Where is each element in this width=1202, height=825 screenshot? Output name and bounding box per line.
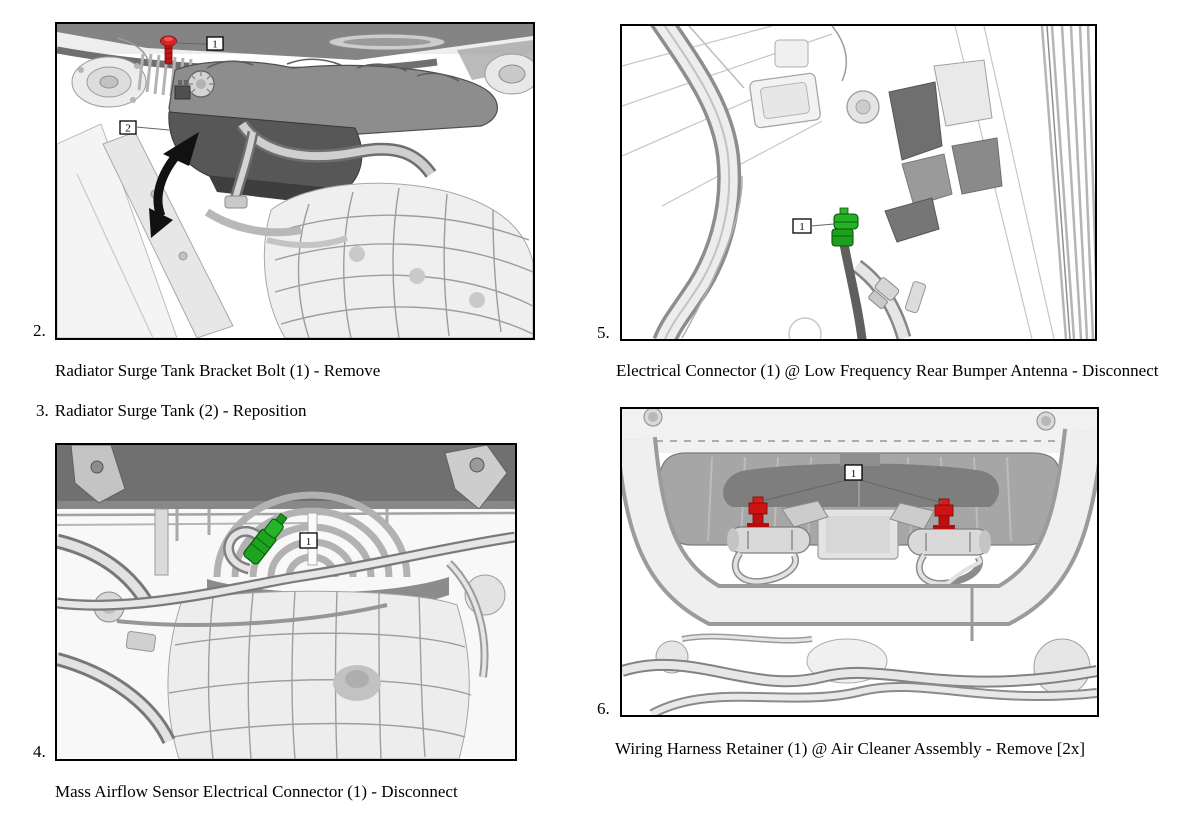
step-3-caption: Radiator Surge Tank (2) - Reposition	[54, 401, 307, 420]
callout-1: 1	[792, 218, 835, 234]
step-5-caption: Electrical Connector (1) @ Low Frequency…	[616, 361, 1159, 380]
engine-bay-illustration-step2: 1 2	[57, 24, 533, 338]
body-panel-illustration-step5: 1	[622, 26, 1095, 339]
step-5-number: 5.	[597, 323, 610, 342]
callout-1-label: 1	[799, 221, 805, 233]
step-4-caption: Mass Airflow Sensor Electrical Connector…	[55, 782, 458, 801]
step-4-number: 4.	[33, 742, 46, 761]
callout-1: 1	[174, 36, 224, 51]
callout-1: 1	[761, 464, 943, 504]
hatching-right-edge	[1040, 26, 1095, 339]
intake-manifold	[263, 182, 533, 338]
bracket-fin-lower	[884, 197, 940, 243]
harness-retainer-highlight-red-left	[747, 496, 769, 527]
mount-bracket	[749, 72, 821, 129]
callout-1: 1	[299, 532, 318, 549]
callout-2-label: 2	[125, 123, 131, 135]
step-6-caption: Wiring Harness Retainer (1) @ Air Cleane…	[615, 739, 1086, 758]
bracket-left	[70, 445, 126, 504]
figure-step-5-antenna-connector: 1	[620, 24, 1097, 341]
bracket-bolt-highlight-red	[160, 35, 177, 65]
bracket-fin-upper	[888, 81, 943, 161]
bolt-top-left	[643, 409, 663, 427]
step-3-number: 3.	[36, 401, 49, 420]
figure-step-6-air-cleaner-retainers: 1	[620, 407, 1099, 717]
retainer-assembly-left	[727, 500, 829, 586]
callout-1-label: 1	[212, 39, 218, 51]
bracket-right	[444, 445, 508, 510]
wiring-harness	[57, 533, 515, 609]
frame-brace	[102, 131, 234, 338]
bumper-frame-bar	[622, 429, 1097, 622]
reposition-arrow	[149, 132, 199, 238]
figure-step-4-maf-connector: 1	[55, 443, 517, 761]
step-3-item: 3. Radiator Surge Tank (2) - Reposition	[36, 401, 306, 421]
coolant-hose	[238, 121, 435, 177]
engine-bay-illustration-step4: 1	[57, 445, 515, 759]
retainer-assembly-right	[889, 502, 991, 588]
antenna-cable	[839, 239, 867, 339]
antenna-connector-highlight-green	[831, 207, 859, 247]
step-6-number: 6.	[597, 699, 610, 718]
step-2-number: 2.	[33, 321, 46, 340]
callout-2: 2	[119, 120, 170, 135]
front-end-illustration-step6: 1	[622, 409, 1097, 715]
harness-retainer-highlight-red-right	[933, 498, 955, 529]
bolt-top-right	[1036, 411, 1056, 431]
callout-1-label: 1	[306, 536, 312, 548]
callout-1-label: 1	[851, 468, 857, 480]
figure-step-2-radiator-surge-tank: 1 2	[55, 22, 535, 340]
lower-hoses	[622, 660, 1097, 686]
step-2-caption: Radiator Surge Tank Bracket Bolt (1) - R…	[55, 361, 381, 380]
maf-connector-highlight-green	[243, 512, 288, 565]
